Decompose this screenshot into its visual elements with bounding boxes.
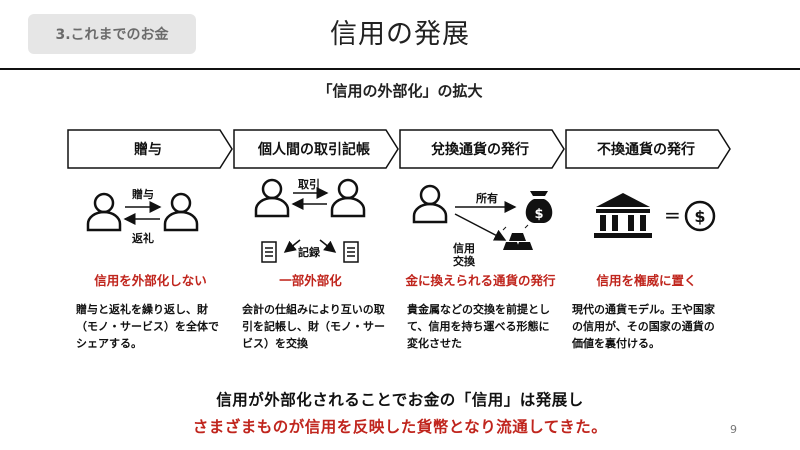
stage-label-gift: 贈与 (134, 142, 162, 158)
stage-description-convertible: 貴金属などの交換を前提とし て、信用を持ち運べる形態に変化させた (407, 303, 550, 350)
conclusion-line-1: 信用が外部化されることでお金の「信用」は発展し (216, 391, 584, 409)
person-icon (163, 192, 199, 232)
stage-heading-gift: 信用を外部化しない (94, 273, 207, 288)
exchange-arrows-icon (291, 187, 329, 210)
transaction-label: 取引 (298, 178, 320, 191)
stage-arrow-2 (233, 129, 399, 169)
page-number: 9 (730, 423, 737, 436)
credit-label: 信用 (453, 242, 475, 255)
exchange-label: 交換 (453, 255, 475, 268)
person-icon (254, 178, 290, 218)
gold-bars-icon (502, 224, 533, 250)
person-icon (86, 192, 122, 232)
dollar-coin-icon: $ (684, 200, 716, 232)
ledger-icon (261, 241, 277, 263)
ownership-arrow-icon (454, 201, 517, 241)
stage-heading-convertible: 金に換えられる通貨の発行 (405, 273, 556, 288)
person-icon (412, 184, 448, 224)
diagram-subtitle: 「信用の外部化」の拡大 (317, 82, 483, 100)
title-divider (0, 68, 800, 70)
ownership-label: 所有 (476, 192, 498, 205)
svg-text:$: $ (534, 207, 543, 222)
record-label: 記録 (298, 246, 320, 259)
stage-heading-fiat: 信用を権威に置く (596, 273, 697, 288)
person-icon (330, 178, 366, 218)
stage-description-fiat: 現代の通貨モデル。王や国家の信用が、その国家の通貨の価値を裏付ける。 (572, 303, 715, 350)
stage-description-ledger: 会計の仕組みにより互いの取引を記帳し、財（モノ・サービス）を交換 (242, 303, 385, 350)
money-bag-icon: $ (525, 191, 553, 223)
stage-description-gift: 贈与と返礼を繰り返し、財（モノ・サービス）を全体でシェアする。 (76, 303, 219, 350)
stage-arrow-3 (399, 129, 565, 169)
stage-arrow-1 (67, 129, 233, 169)
stage-heading-ledger: 一部外部化 (279, 273, 342, 288)
section-tag: 3.これまでのお金 (28, 14, 196, 54)
return-gift-label: 返礼 (132, 232, 154, 245)
record-arrows-icon (283, 239, 337, 253)
conclusion-line-2: さまざまものが信用を反映した貨幣となり流通してきた。 (192, 418, 608, 436)
bank-building-icon (594, 193, 652, 238)
equals-sign: = (664, 203, 681, 227)
stage-label-ledger: 個人間の取引記帳 (258, 142, 370, 158)
stage-label-convertible: 兌換通貨の発行 (431, 142, 529, 158)
gift-label: 贈与 (132, 188, 154, 201)
exchange-arrows-icon (123, 201, 162, 225)
page-title: 信用の発展 (330, 19, 470, 50)
stage-arrow-4 (565, 129, 731, 169)
ledger-icon (343, 241, 359, 263)
svg-text:$: $ (694, 207, 705, 226)
stage-label-fiat: 不換通貨の発行 (597, 142, 695, 158)
